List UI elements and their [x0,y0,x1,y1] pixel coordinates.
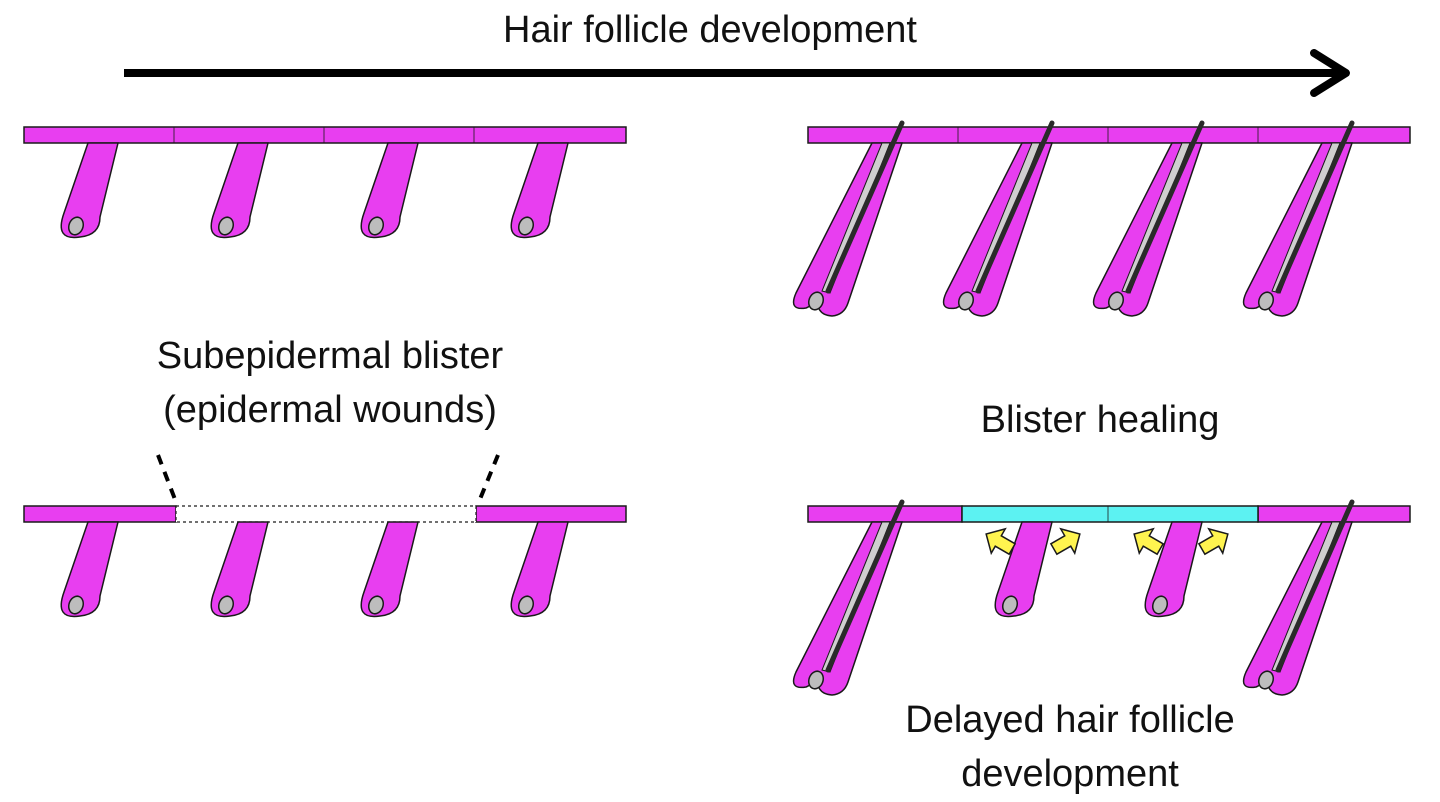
dermal-papilla [1107,291,1125,311]
healing-label: Blister healing [980,399,1220,441]
hair-shaft [1125,120,1205,294]
hair-follicle [994,521,1053,618]
dermal-papilla [517,216,535,236]
dermal-papilla [367,595,385,615]
early-normal-skin-panel [23,126,627,239]
delayed-development-label: Delayed hair follicle [905,699,1235,741]
dermal-papilla [517,595,535,615]
hair-follicle [1144,521,1203,618]
inner-root-sheath [971,142,1041,294]
wounded-skin-panel [23,505,627,618]
wound-gap [175,505,477,523]
dermal-papilla [67,216,85,236]
hair-shaft [1275,499,1355,673]
migration-arrow [985,527,1017,556]
dermal-papilla [1151,595,1169,615]
hair-shaft [975,120,1055,294]
diagram-title: Hair follicle development [503,9,917,51]
dermal-papilla [367,216,385,236]
dermal-papilla [807,291,825,311]
mature-normal-skin-panel [792,120,1411,317]
hair-shaft [825,120,905,294]
dermal-papilla [807,670,825,690]
blister-sublabel: (epidermal wounds) [163,389,497,431]
hair-shaft [1275,120,1355,294]
hair-follicle [210,142,269,239]
inner-root-sheath [821,142,891,294]
hair-follicle [510,521,569,618]
epidermis-band [23,126,627,144]
healing-epidermis [961,505,1259,523]
hair-shaft [825,499,905,673]
dermal-papilla [957,291,975,311]
dermal-papilla [67,595,85,615]
epidermis-band [1257,505,1411,523]
blister-pointer-lines [156,454,500,505]
inner-root-sheath [1271,521,1341,673]
hair-follicle [360,142,419,239]
dermal-papilla [1257,291,1275,311]
epidermis-band [807,505,963,523]
epidermis-band [23,505,177,523]
epidermis-band [475,505,627,523]
inner-root-sheath [1271,142,1341,294]
hair-follicle [510,142,569,239]
migration-arrow [1197,527,1229,556]
dermal-papilla [217,595,235,615]
hair-follicle [360,521,419,618]
dermal-papilla [1001,595,1019,615]
delayed-development-label-line2: development [961,753,1179,795]
healed-skin-panel [792,499,1411,696]
epidermis-band [807,126,1411,144]
migration-arrow [1049,527,1081,556]
dermal-papilla [217,216,235,236]
hair-follicle [210,521,269,618]
blister-label: Subepidermal blister [156,335,504,377]
inner-root-sheath [821,521,891,673]
inner-root-sheath [1121,142,1191,294]
migration-arrow [1133,527,1165,556]
hair-follicle [60,521,119,618]
dermal-papilla [1257,670,1275,690]
hair-follicle [60,142,119,239]
development-arrow [124,49,1350,97]
